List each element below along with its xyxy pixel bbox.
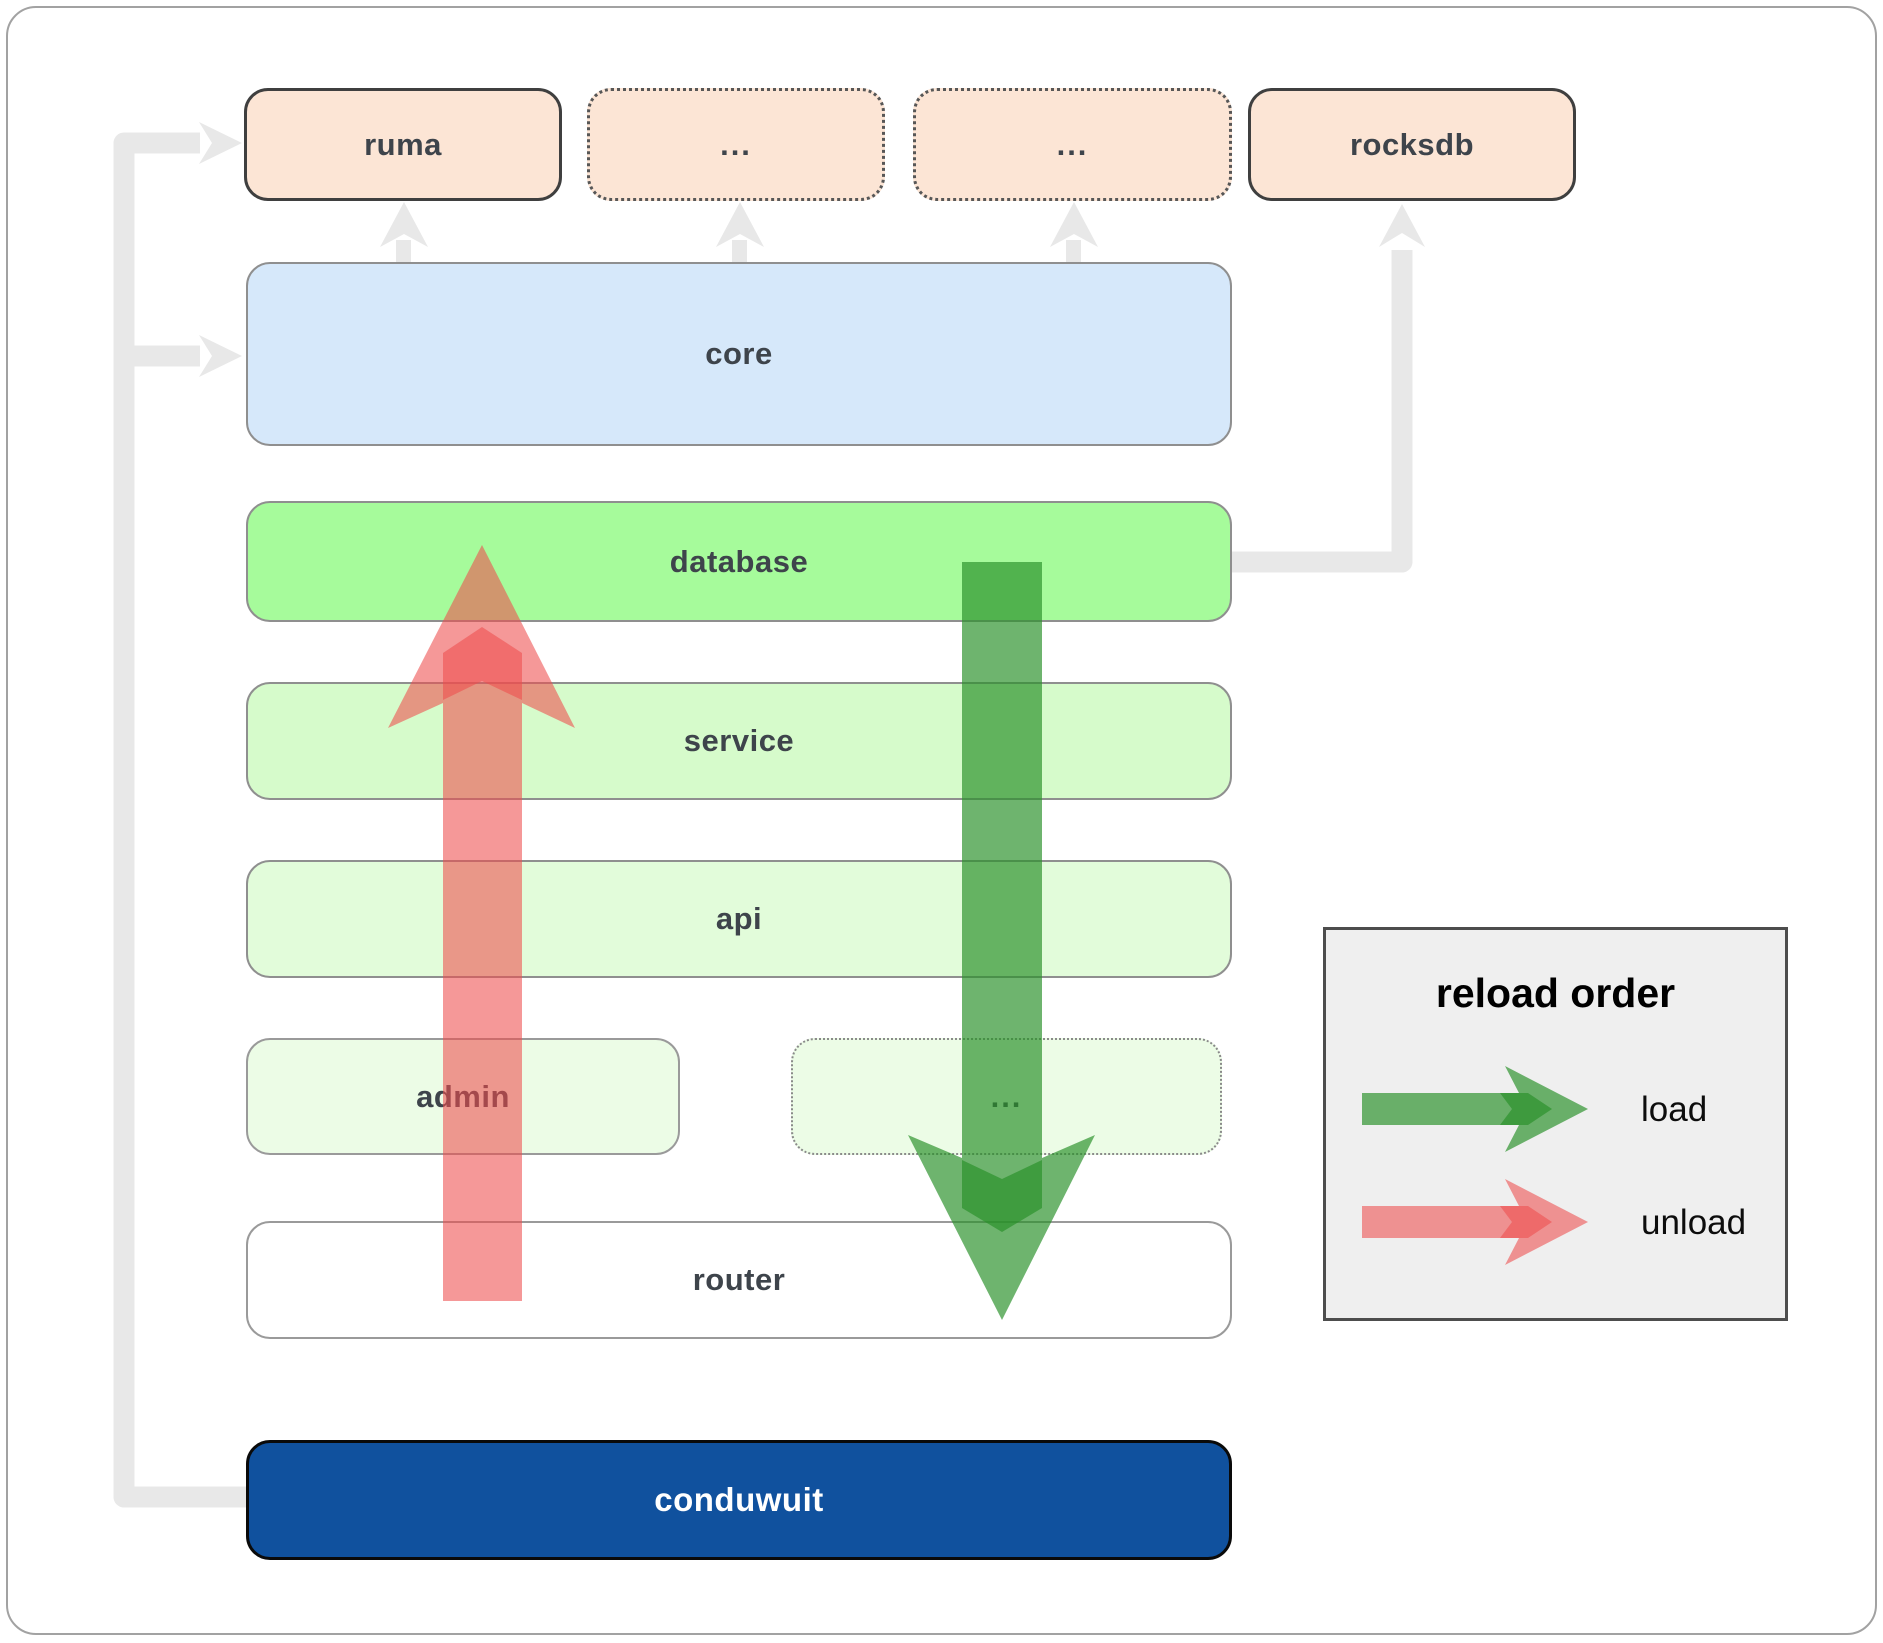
unload-arrow-icon: [388, 545, 575, 1301]
box-rocksdb: rocksdb: [1248, 88, 1576, 201]
box-ellipsis-top-left: ...: [587, 88, 885, 201]
unload-arrow-outer: [388, 545, 575, 1301]
legend-title: reload order: [1435, 970, 1676, 1016]
box-core-label: core: [705, 336, 773, 371]
box-ruma: ruma: [244, 88, 562, 201]
legend-load-label: load: [1641, 1090, 1708, 1129]
right-arrowhead-into-ruma-icon: [199, 122, 242, 164]
box-rocksdb-label: rocksdb: [1349, 126, 1475, 162]
up-arrowhead-into-rocksdb-icon: [1379, 204, 1425, 247]
right-arrowhead-into-core-icon: [199, 335, 242, 377]
box-core: core: [246, 262, 1232, 446]
box-database: database: [246, 501, 1232, 622]
box-router: router: [246, 1221, 1232, 1339]
conduwuit-to-ruma-connector-line: [113, 132, 246, 1508]
box-conduwuit-label: conduwuit: [654, 1481, 824, 1518]
unload-arrow-inner: [443, 627, 522, 700]
box-ellipsis-top-left-label: ...: [720, 126, 752, 162]
core-to-ruma-up-arrow-icon: [380, 202, 428, 264]
box-service-label: service: [683, 723, 795, 758]
box-api-label: api: [715, 901, 763, 936]
load-arrow-inner: [962, 1160, 1042, 1232]
box-ellipsis-top-right-label: ...: [1056, 126, 1089, 162]
load-arrow-icon: [908, 562, 1095, 1320]
box-api: api: [246, 860, 1232, 978]
legend-unload-arrow-icon: [1362, 1179, 1588, 1265]
core-to-ellipsis-left-up-arrow-icon: [716, 202, 764, 264]
legend-unload-label: unload: [1641, 1203, 1747, 1242]
legend-load-arrow-icon: [1362, 1066, 1588, 1152]
database-to-rocksdb-connector-line: [1230, 250, 1413, 573]
load-arrow-outer: [908, 562, 1095, 1320]
core-to-ellipsis-right-up-arrow-icon: [1050, 202, 1098, 264]
box-router-label: router: [692, 1262, 786, 1297]
box-conduwuit: conduwuit: [246, 1440, 1232, 1560]
box-ellipsis-top-right: ...: [913, 88, 1232, 201]
box-ruma-label: ruma: [364, 126, 442, 162]
box-database-label: database: [669, 543, 809, 579]
